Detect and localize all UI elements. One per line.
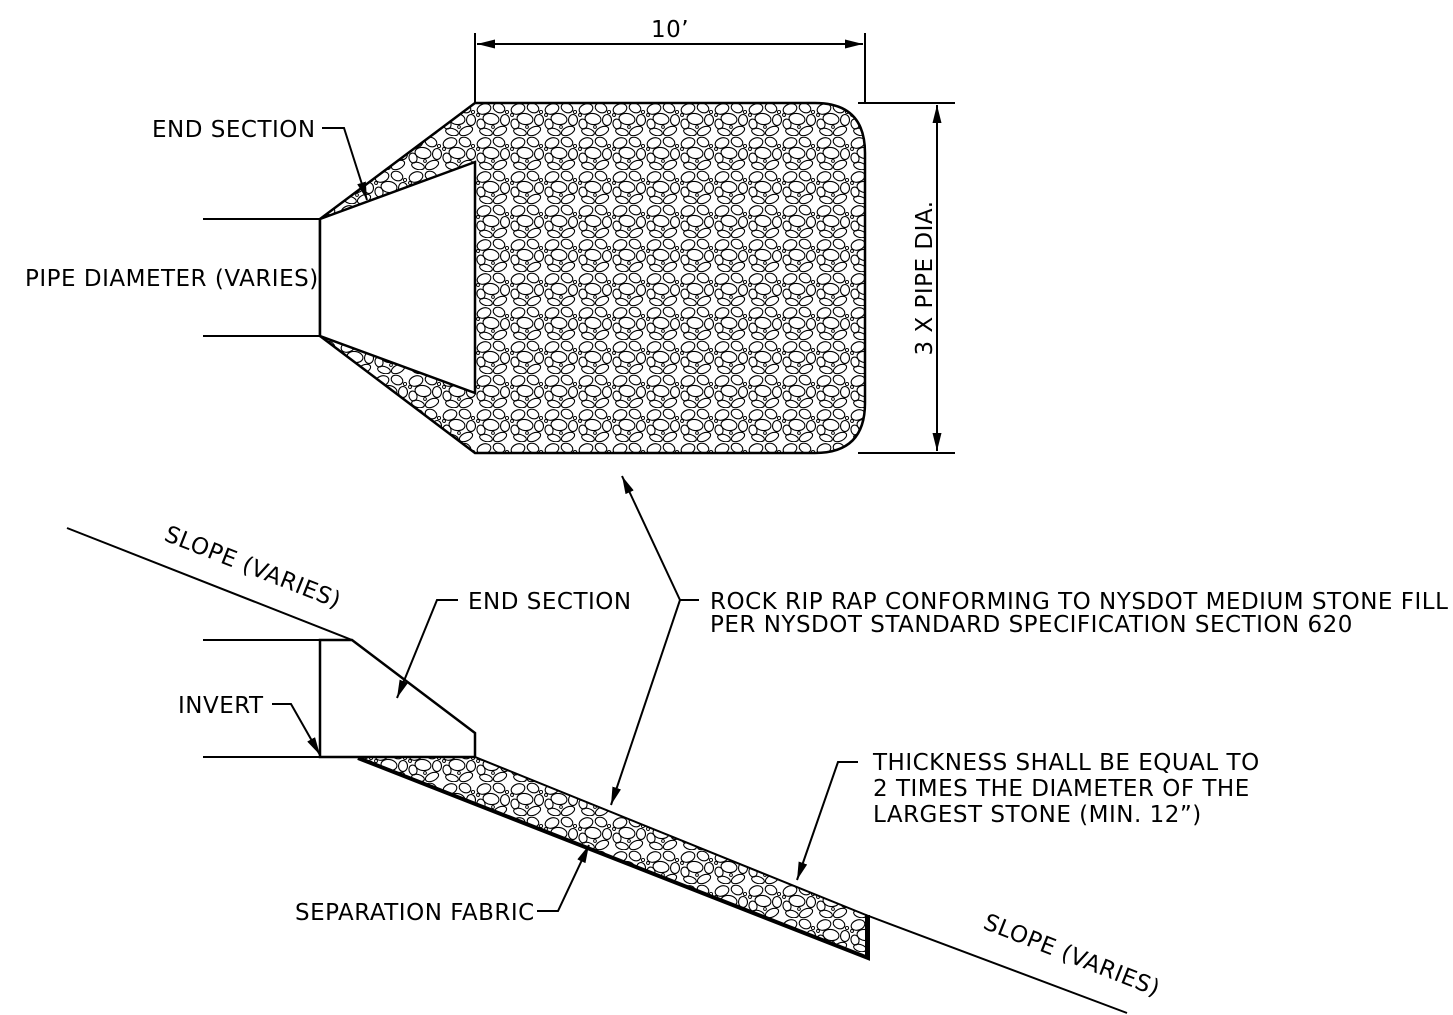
rip-rap-leader-to-profile: [610, 599, 681, 806]
rip-rap-note-line1: ROCK RIP RAP CONFORMING TO NYSDOT MEDIUM…: [710, 589, 1448, 615]
upper-slope-line: [66, 527, 353, 641]
thickness-note-line1: THICKNESS SHALL BE EQUAL TO: [872, 750, 1260, 776]
end-section-label-profile: END SECTION: [468, 589, 632, 615]
separation-fabric-line: [357, 756, 870, 961]
lower-slope-line: [865, 914, 1128, 1014]
thickness-note-line3: LARGEST STONE (MIN. 12”): [873, 802, 1202, 828]
height-dimension-text: 3 X PIPE DIA.: [912, 200, 938, 355]
pipe-diameter-label: PIPE DIAMETER (VARIES): [25, 266, 319, 292]
end-section-leader-profile: [396, 599, 458, 699]
rip-rap-leader-to-plan: [621, 475, 699, 601]
slope-lower-label: SLOPE (VARIES): [980, 909, 1164, 1002]
end-section-plan: [318, 160, 477, 395]
notes: ROCK RIP RAP CONFORMING TO NYSDOT MEDIUM…: [610, 475, 1448, 881]
thickness-leader: [796, 761, 858, 881]
invert-label: INVERT: [178, 693, 264, 719]
plan-view: 10’ 3 X PIPE DIA. END SECTION PIPE DIAME…: [25, 17, 955, 455]
thickness-note-line2: 2 TIMES THE DIAMETER OF THE: [873, 776, 1250, 802]
rip-rap-note-line2: PER NYSDOT STANDARD SPECIFICATION SECTIO…: [710, 612, 1353, 638]
invert-leader: [272, 703, 321, 756]
separation-fabric-label: SEPARATION FABRIC: [295, 900, 535, 926]
width-dimension-text: 10’: [651, 17, 689, 43]
end-section-profile: [318, 638, 477, 759]
separation-fabric-leader: [537, 844, 590, 912]
end-section-label-plan: END SECTION: [152, 117, 316, 143]
end-section-leader-plan: [322, 127, 368, 201]
